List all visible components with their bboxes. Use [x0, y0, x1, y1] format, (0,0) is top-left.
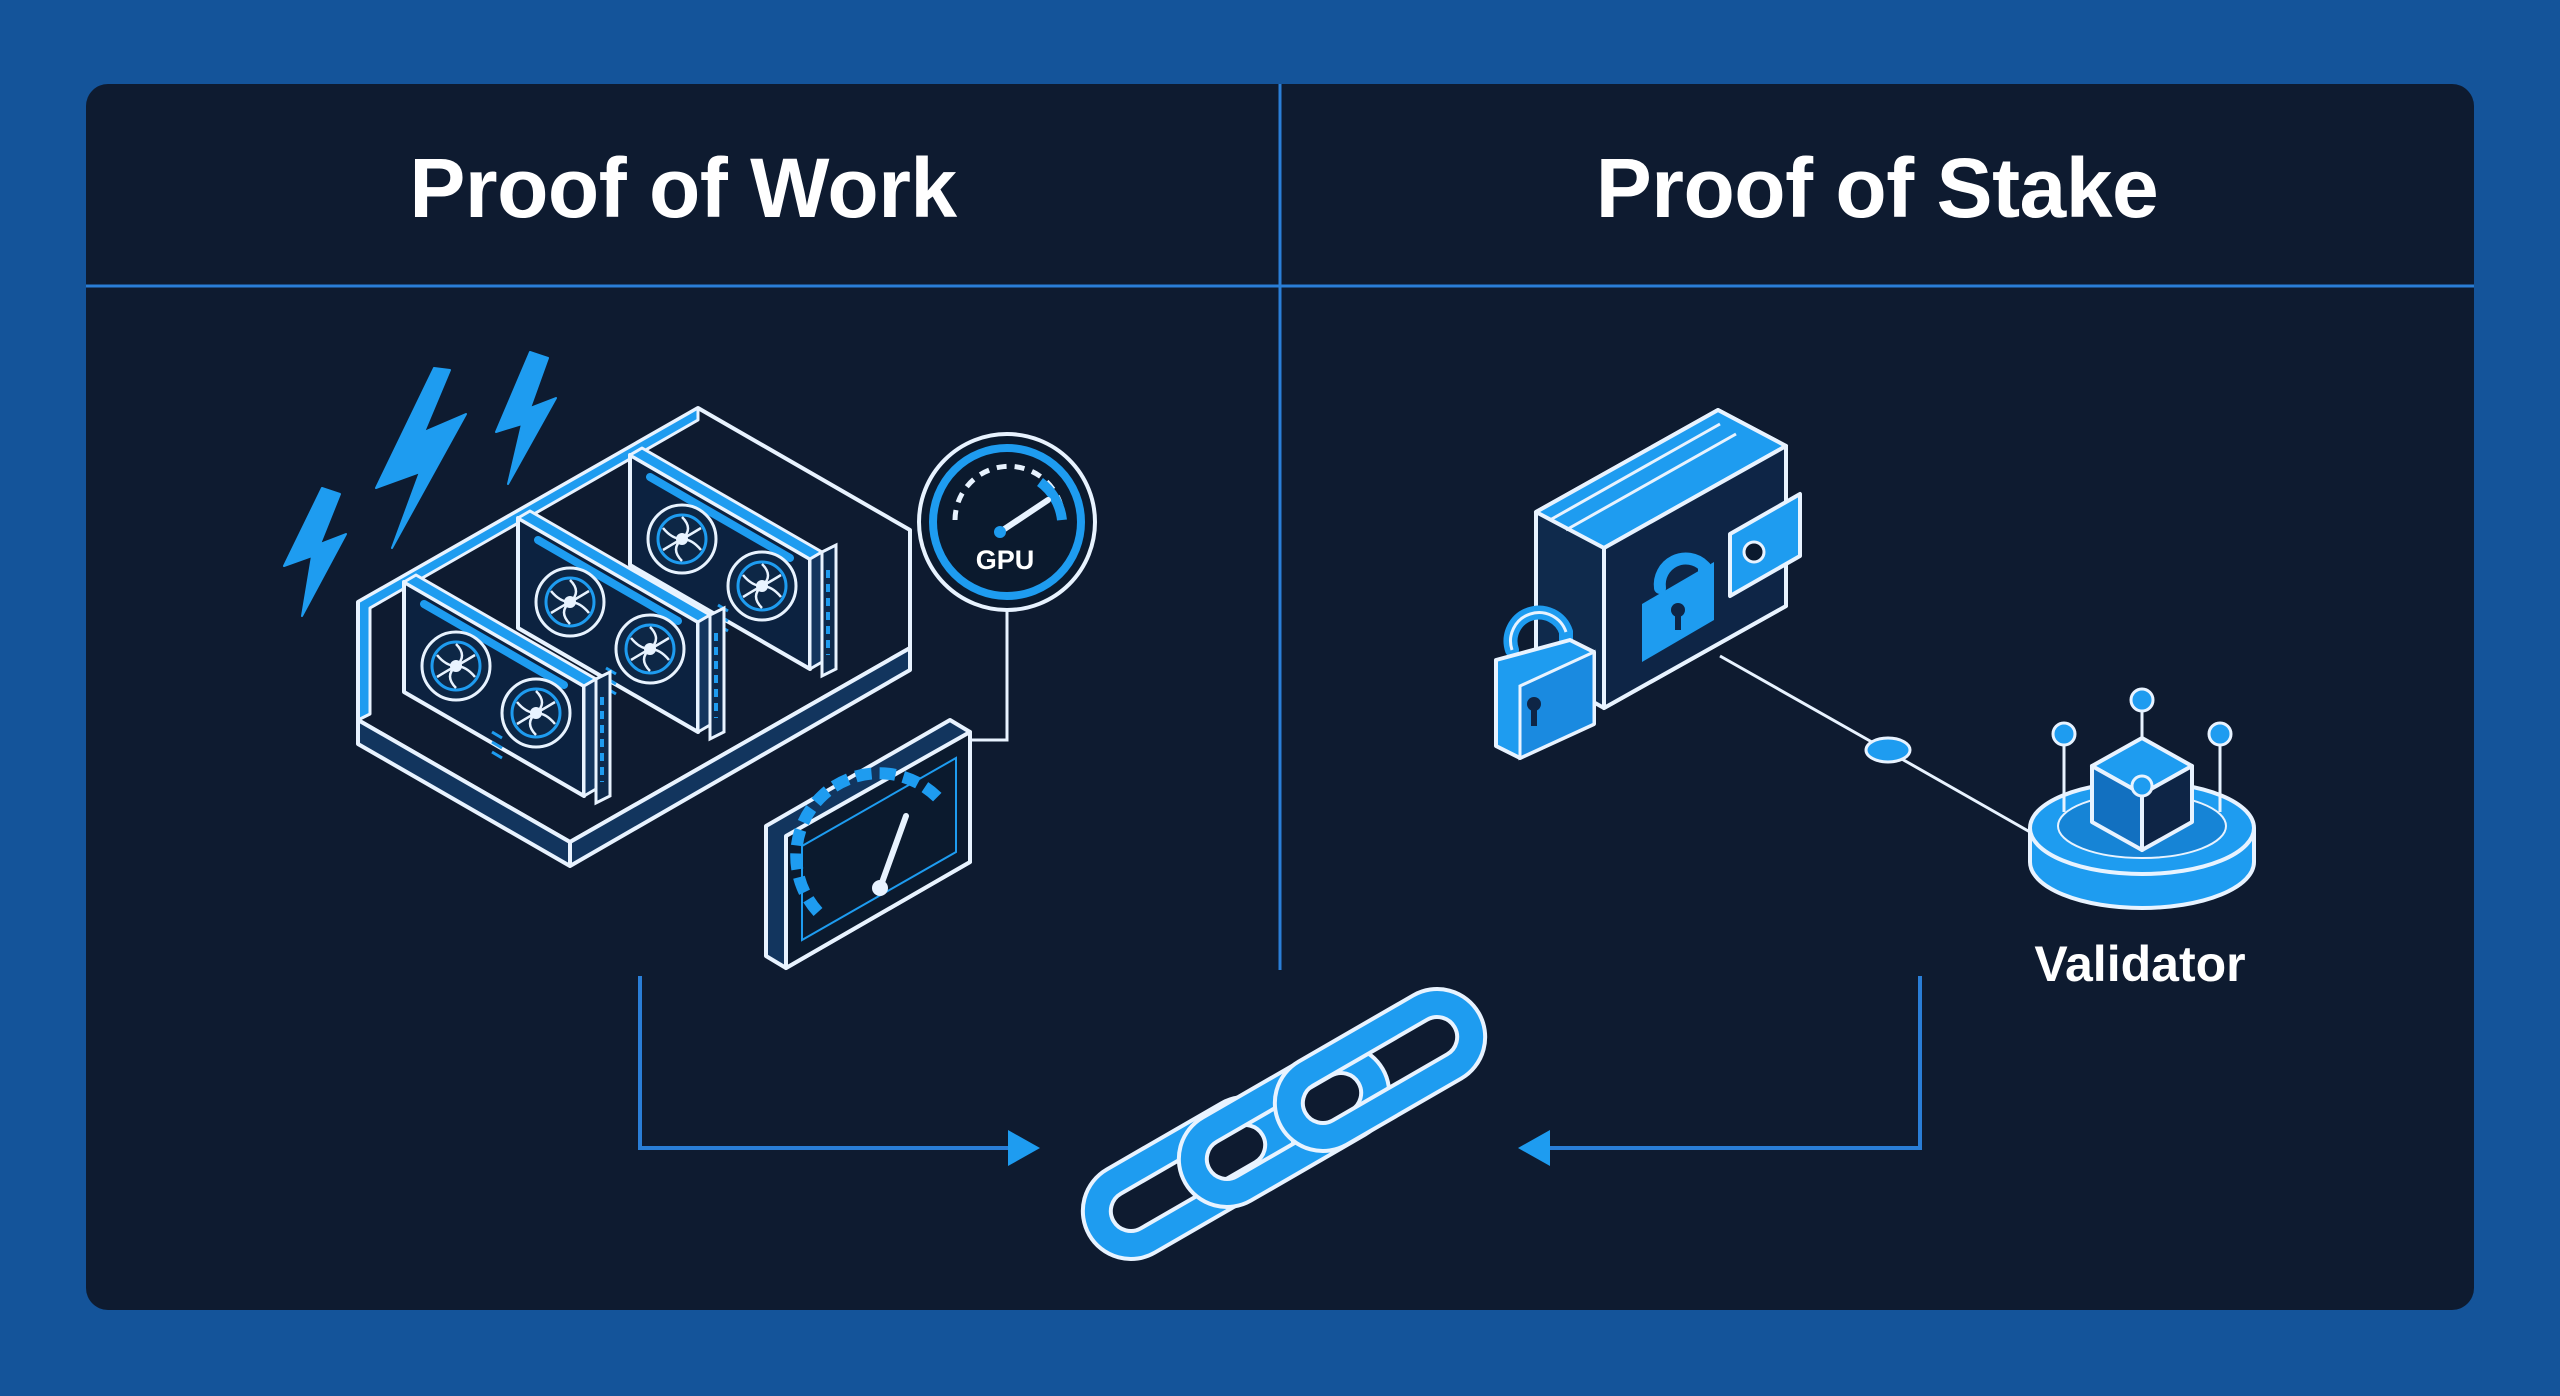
cube-icon: [2090, 736, 2194, 852]
gpu-rig-icon: [356, 406, 912, 868]
validator-label: Validator: [2034, 936, 2246, 992]
chain-link-icon: [1080, 987, 1488, 1261]
arrow-left-to-chain: [638, 976, 1040, 1166]
lightning-bolt-icon: [283, 351, 557, 617]
arrow-right-to-chain: [1518, 976, 1922, 1166]
gpu-gauge-label: GPU: [975, 545, 1035, 575]
speedometer-icon: [917, 432, 1097, 612]
monitor-gauge-icon: [764, 718, 972, 970]
proof-of-stake-title: Proof of Stake: [1595, 140, 2159, 235]
proof-of-work-title: Proof of Work: [409, 140, 957, 235]
padlock-icon: [1494, 605, 1596, 761]
padlock-icon: [1642, 552, 1714, 662]
